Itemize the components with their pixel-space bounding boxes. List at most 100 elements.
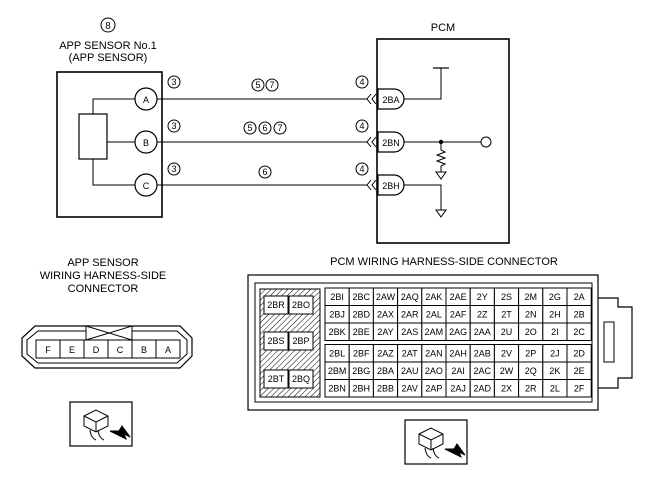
sensor-terminal-b: B xyxy=(134,130,158,154)
pin-2ba: 2BA xyxy=(372,361,399,380)
harness-side-view-icon xyxy=(69,401,133,447)
pin-2at: 2AT xyxy=(397,344,423,363)
pin-2ao: 2AO xyxy=(421,361,447,380)
pcm-internal-signal xyxy=(404,136,492,180)
pin-label: 2BR xyxy=(267,300,285,310)
pin-label: 2BB xyxy=(377,383,394,393)
sensor-callout-number: 8 xyxy=(105,21,111,32)
pin-2ag: 2AG xyxy=(445,322,471,341)
pcm-connector-chevron-c xyxy=(366,179,377,191)
sensor-terminal-c: C xyxy=(134,173,158,197)
pcm-connector-latch xyxy=(598,297,633,389)
pin-label: 2D xyxy=(573,348,585,358)
pin-label: 2AF xyxy=(450,309,467,319)
pin-2an: 2AN xyxy=(421,344,447,363)
pin-label: 2H xyxy=(549,309,561,319)
pcm-connector-title: PCM WIRING HARNESS-SIDE CONNECTOR xyxy=(330,256,558,268)
pin-label: 2AC xyxy=(474,366,492,376)
pin-2ab: 2AB xyxy=(469,344,495,363)
pin-label: 2BP xyxy=(292,336,309,346)
pin-label: 2AW xyxy=(376,292,396,302)
pin-2a: 2A xyxy=(566,287,592,306)
pin-2az: 2AZ xyxy=(372,344,399,363)
pin-2ak: 2AK xyxy=(421,287,447,306)
pin-2j: 2J xyxy=(542,344,568,363)
sensor-terminal-b-label: B xyxy=(143,138,149,148)
pin-label: 2E xyxy=(574,366,585,376)
ground-icon xyxy=(435,209,447,218)
app-sensor-connector: APP SENSOR WIRING HARNESS-SIDE CONNECTOR… xyxy=(21,257,193,447)
pin-2bo: 2BO xyxy=(288,295,314,315)
pin-2x: 2X xyxy=(493,379,520,398)
svg-text:4: 4 xyxy=(359,77,364,87)
sensor-terminal-a: A xyxy=(134,87,158,111)
pin-2aj: 2AJ xyxy=(445,379,471,398)
pcm-terminal-2bh: 2BH xyxy=(377,174,405,196)
pin-2p: 2P xyxy=(518,344,544,363)
pin-2v: 2V xyxy=(493,344,520,363)
pcm-harness-connector: PCM WIRING HARNESS-SIDE CONNECTOR 2BR 2BO… xyxy=(247,256,633,465)
sensor-terminal-c-label: C xyxy=(143,181,150,191)
pin-label: 2AS xyxy=(401,327,418,337)
wire-b-note-2: 6 xyxy=(262,123,267,133)
pcm-internal-ground xyxy=(404,184,447,218)
sensor-connector-title-line2: WIRING HARNESS-SIDE xyxy=(40,270,167,282)
pin-label: 2AA xyxy=(474,327,491,337)
pin-2d: 2D xyxy=(566,344,592,363)
sensor-connector-pin-a: A xyxy=(155,339,181,359)
pin-label: 2BT xyxy=(268,374,285,384)
svg-text:F: F xyxy=(45,345,51,355)
pin-2u: 2U xyxy=(493,322,520,341)
sensor-connector-housing-outer xyxy=(21,325,193,369)
pcm-note-2ba: 4 xyxy=(355,75,369,89)
pin-2ah: 2AH xyxy=(445,344,471,363)
sensor-connector-pin-d: D xyxy=(83,339,109,359)
pin-label: 2AX xyxy=(377,309,394,319)
sensor-connector-title-line1: APP SENSOR xyxy=(67,257,138,269)
pcm-terminal-2ba-label: 2BA xyxy=(382,95,399,105)
pin-label: 2BJ xyxy=(329,309,345,319)
sensor-title-line1: APP SENSOR No.1 xyxy=(59,40,157,52)
pin-2ap: 2AP xyxy=(421,379,447,398)
pin-2ax: 2AX xyxy=(372,305,399,324)
pin-label: 2AZ xyxy=(377,348,394,358)
pin-2o: 2O xyxy=(518,322,544,341)
pin-label: 2AQ xyxy=(401,292,419,302)
pin-2h: 2H xyxy=(542,305,568,324)
pcm: PCM 4 4 4 2BA 2BN 2BH xyxy=(355,22,510,244)
pin-label: 2BK xyxy=(329,327,346,337)
pin-label: 2AL xyxy=(426,309,442,319)
pin-label: 2AP xyxy=(425,383,442,393)
ground-icon xyxy=(435,171,447,180)
sensor-callout-circle xyxy=(100,17,116,33)
pcm-body xyxy=(376,38,510,244)
pin-label: 2BC xyxy=(353,292,371,302)
pin-2af: 2AF xyxy=(445,305,471,324)
pin-2m: 2M xyxy=(518,287,544,306)
wire-b: 5 6 7 xyxy=(157,121,367,143)
sensor-note-b: 3 xyxy=(167,119,181,133)
pin-label: 2AI xyxy=(451,366,465,376)
pin-2aa: 2AA xyxy=(469,322,495,341)
pin-label: 2AD xyxy=(474,383,492,393)
harness-side-view-icon xyxy=(404,419,468,465)
pin-label: 2BD xyxy=(353,309,371,319)
pin-2bm: 2BM xyxy=(324,361,350,380)
svg-text:B: B xyxy=(141,345,147,355)
pin-label: 2BO xyxy=(292,300,310,310)
pcm-internal-supply xyxy=(404,67,449,100)
pin-2am: 2AM xyxy=(421,322,447,341)
pin-label: 2AJ xyxy=(450,383,466,393)
pin-label: 2AR xyxy=(401,309,419,319)
pin-2n: 2N xyxy=(518,305,544,324)
svg-text:A: A xyxy=(165,345,171,355)
pin-2be: 2BE xyxy=(348,322,374,341)
pin-2w: 2W xyxy=(493,361,520,380)
pin-label: 2U xyxy=(501,327,513,337)
pin-label: 2BM xyxy=(328,366,347,376)
svg-text:D: D xyxy=(93,345,100,355)
pin-2r: 2R xyxy=(518,379,544,398)
sensor-resistor xyxy=(78,113,108,160)
